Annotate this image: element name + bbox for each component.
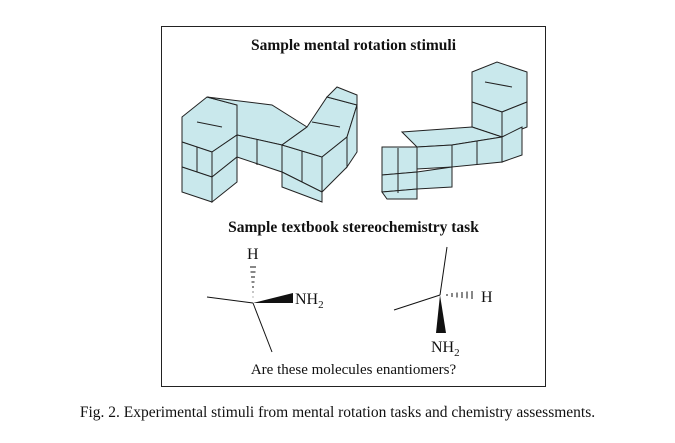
cube-stimulus-left [181,86,358,204]
enantiomer-question: Are these molecules enantiomers? [250,362,457,378]
figure-box: Sample mental rotation stimuli Sample te… [161,26,546,387]
molecule-right: H NH2 [393,246,493,359]
svg-text:NH2: NH2 [295,291,324,311]
figure-drawing: H NH2 [181,61,528,359]
cube-stimulus-right [381,61,528,200]
amine-label-right: NH [431,339,455,356]
hydrogen-label-right: H [481,289,493,306]
hashed-wedge-left [250,266,256,298]
solid-wedge-right [436,295,446,333]
chemistry-title: Sample textbook stereochemistry task [228,219,479,236]
figure-caption: Fig. 2. Experimental stimuli from mental… [79,404,596,421]
hydrogen-label-left: H [247,246,259,263]
amine-label-left: NH [295,291,319,308]
svg-text:NH2: NH2 [431,339,460,359]
molecule-left: H NH2 [206,246,324,353]
hashed-wedge-right [446,291,473,299]
solid-wedge-left [253,293,293,303]
rotation-title: Sample mental rotation stimuli [250,37,457,54]
